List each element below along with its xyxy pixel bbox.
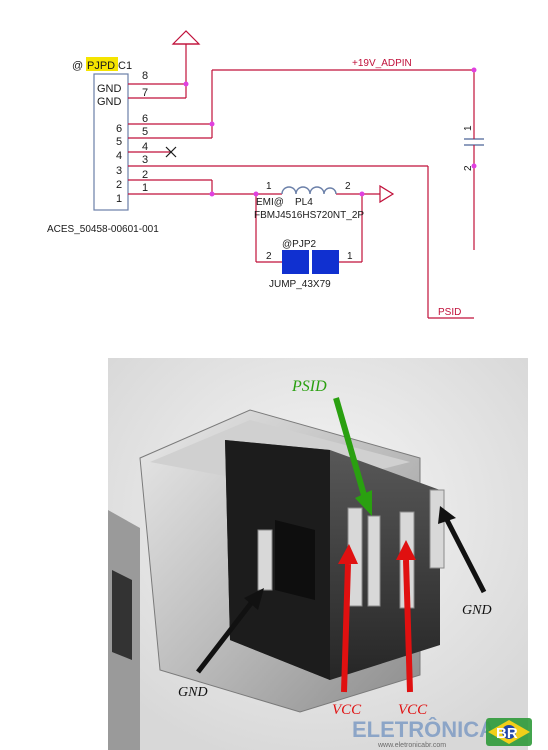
connector-photo: PSID GND GND VCC VCC ELETRÔNICA BR www.e…	[108, 358, 532, 750]
connector-pin-4: 4	[116, 150, 122, 162]
inductor-pin-2: 2	[345, 181, 351, 192]
arrow-vcc-left	[338, 544, 358, 693]
schematic-wires	[128, 50, 475, 319]
inductor-pin-1: 1	[266, 181, 272, 192]
jumper-pin-2: 2	[266, 251, 272, 262]
jumper-pin-1: 1	[347, 251, 353, 262]
schematic-diagram: @ PJPD C1 GND GND 6 5 4 3 2 1 8 7 6 5 4 …	[47, 30, 484, 319]
inductor-ref-prefix: EMI@	[256, 197, 284, 208]
outer-pin-4: 4	[142, 141, 148, 153]
inductor-ref: PL4	[295, 197, 313, 208]
net-label-psid: PSID	[438, 307, 461, 318]
outer-pin-3: 3	[142, 154, 148, 166]
connector-part-number: ACES_50458-00601-001	[47, 224, 159, 235]
label-vcc-right: VCC	[398, 702, 428, 718]
inductor-part: FBMJ4516HS720NT_2P	[254, 210, 364, 221]
no-connect-x	[165, 146, 177, 158]
connector-pin-3: 3	[116, 165, 122, 177]
connector-pin-5: 5	[116, 136, 122, 148]
output-arrow	[379, 184, 395, 204]
connector-pin-label-gnd-1: GND	[97, 83, 122, 95]
jack-pins	[257, 489, 445, 609]
outer-pin-2: 2	[142, 169, 148, 181]
outer-pin-7: 7	[142, 87, 148, 99]
label-gnd-left: GND	[178, 685, 208, 700]
watermark-brand: ELETRÔNICA	[352, 717, 495, 742]
watermark-url: www.eletronicabr.com	[377, 742, 446, 749]
net-label-vin: +19V_ADPIN	[352, 58, 412, 69]
connector-pin-2: 2	[116, 179, 122, 191]
adjacent-component	[108, 510, 140, 750]
jumper-pad-left	[282, 250, 309, 274]
outer-pin-1: 1	[142, 182, 148, 194]
jack-plastic-body	[225, 440, 440, 680]
label-gnd-right: GND	[462, 603, 492, 618]
label-psid: PSID	[291, 378, 327, 395]
label-vcc-left: VCC	[332, 702, 362, 718]
capacitor-pin-2: 2	[463, 165, 474, 171]
ground-symbol	[171, 30, 201, 45]
connection-nodes	[183, 67, 477, 197]
jumper-part: JUMP_43X79	[269, 279, 331, 290]
outer-pin-6: 6	[142, 113, 148, 125]
arrow-vcc-right	[396, 540, 416, 693]
connector-pin-1: 1	[116, 193, 122, 205]
arrow-psid	[333, 397, 372, 516]
connector-ref-prefix: @	[72, 60, 83, 72]
inductor-coil	[281, 186, 337, 195]
arrow-gnd-left	[196, 588, 264, 674]
connector-body	[93, 73, 129, 211]
watermark-badge: BR	[496, 725, 518, 742]
jumper-ref: @PJP2	[282, 239, 316, 250]
jumper-pad-right	[312, 250, 339, 274]
arrow-gnd-right	[438, 506, 487, 594]
connector-ref: PJPD	[87, 60, 115, 72]
connector-ref-highlight	[86, 57, 118, 71]
capacitor-pin-1: 1	[463, 125, 474, 131]
connector-pin-6: 6	[116, 123, 122, 135]
connector-pin-label-gnd-2: GND	[97, 96, 122, 108]
outer-pin-8: 8	[142, 70, 148, 82]
connector-ref-suffix: C1	[118, 60, 132, 72]
watermark-logo: ELETRÔNICA BR www.eletronicabr.com	[352, 717, 532, 749]
capacitor-symbol	[464, 138, 484, 146]
outer-pin-5: 5	[142, 126, 148, 138]
